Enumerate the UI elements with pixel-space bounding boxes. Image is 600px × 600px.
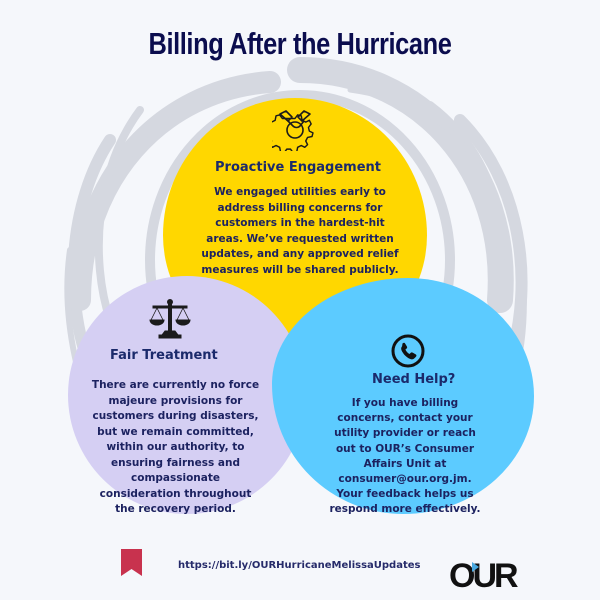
text-line: consideration throughout: [99, 487, 252, 500]
text-line: concerns, contact your: [337, 412, 473, 425]
text-line: respond more effectively.: [329, 503, 481, 516]
logo-text: OUR: [449, 557, 518, 590]
proactive-engagement-heading: Proactive Engagement: [215, 160, 382, 175]
proactive-engagement-text: We engaged utilities early to address bi…: [195, 185, 405, 278]
text-line: areas. We’ve requested written: [206, 232, 394, 245]
need-help-heading: Need Help?: [372, 372, 456, 387]
our-logo: OUR: [449, 557, 519, 590]
scales-of-justice-icon: [148, 298, 192, 340]
text-line: customers during disasters,: [92, 410, 259, 422]
text-line: compassionate: [131, 472, 220, 484]
bookmark-icon: [121, 549, 142, 576]
text-line: majeure provisions for: [108, 394, 243, 407]
fair-treatment-text: There are currently no force majeure pro…: [83, 378, 268, 518]
text-line: address billing concerns for: [217, 201, 383, 214]
text-line: updates, and any approved relief: [201, 248, 399, 260]
text-line: utility provider or reach: [334, 427, 476, 440]
text-line: the recovery period.: [115, 503, 236, 515]
text-line: within our authority, to: [106, 441, 245, 453]
need-help-text: If you have billing concerns, contact yo…: [305, 396, 505, 518]
updates-link[interactable]: https://bit.ly/OURHurricaneMelissaUpdate…: [178, 560, 421, 571]
text-line: If you have billing: [351, 397, 459, 409]
text-line: Your feedback helps us: [336, 488, 474, 501]
text-line: Affairs Unit at: [363, 457, 447, 470]
text-line: measures will be shared publicly.: [201, 263, 399, 276]
contact-email[interactable]: consumer@our.org.jm.: [338, 473, 472, 486]
text-line: out to OUR’s Consumer: [335, 442, 475, 455]
need-help-card: [272, 278, 534, 514]
fair-treatment-heading: Fair Treatment: [110, 348, 218, 363]
phone-icon: [391, 334, 425, 368]
text-line: ensuring fairness and: [110, 456, 240, 469]
text-line: There are currently no force: [91, 379, 260, 391]
text-line: We engaged utilities early to: [214, 186, 386, 198]
text-line: but we remain committed,: [97, 425, 254, 438]
handshake-gear-icon: [272, 105, 318, 151]
page-title: Billing After the Hurricane: [148, 26, 452, 61]
text-line: customers in the hardest-hit: [215, 217, 385, 229]
